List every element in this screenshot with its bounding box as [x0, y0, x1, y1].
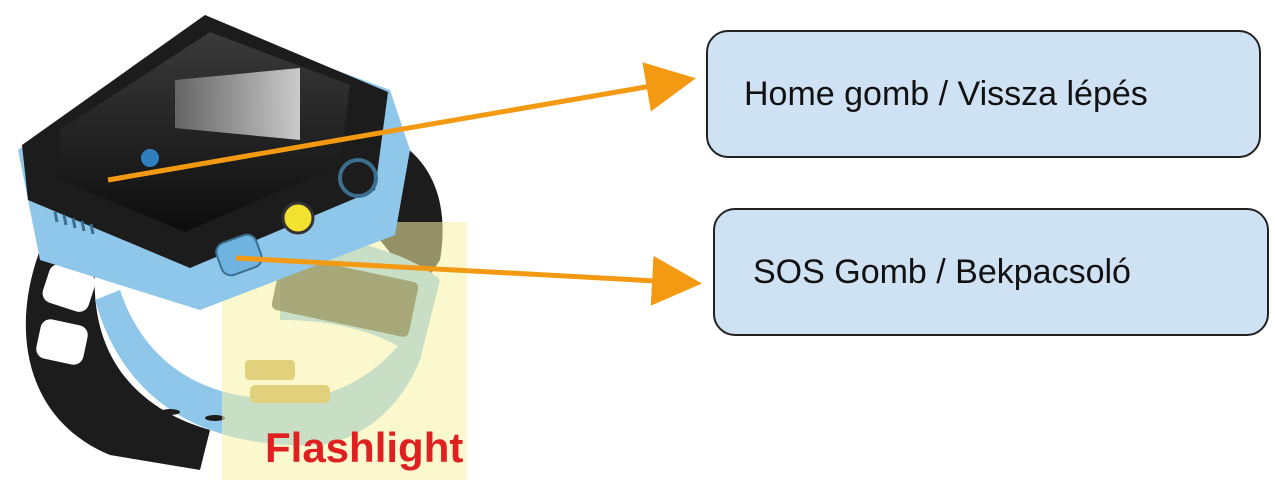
camera-lens — [338, 158, 378, 198]
callout-home-label: Home gomb / Vissza lépés — [744, 74, 1148, 113]
watch-body — [18, 15, 410, 310]
flashlight-label: Flashlight — [265, 424, 464, 471]
sos-button[interactable] — [213, 232, 264, 278]
speaker-grille — [53, 211, 95, 235]
arrow-sos — [235, 255, 702, 306]
flash-led — [281, 201, 315, 235]
callout-sos-button: SOS Gomb / Bekpacsoló — [713, 208, 1269, 336]
callout-home-button: Home gomb / Vissza lépés — [706, 30, 1261, 158]
callout-sos-label: SOS Gomb / Bekpacsoló — [753, 252, 1131, 291]
arrow-home — [107, 62, 696, 183]
